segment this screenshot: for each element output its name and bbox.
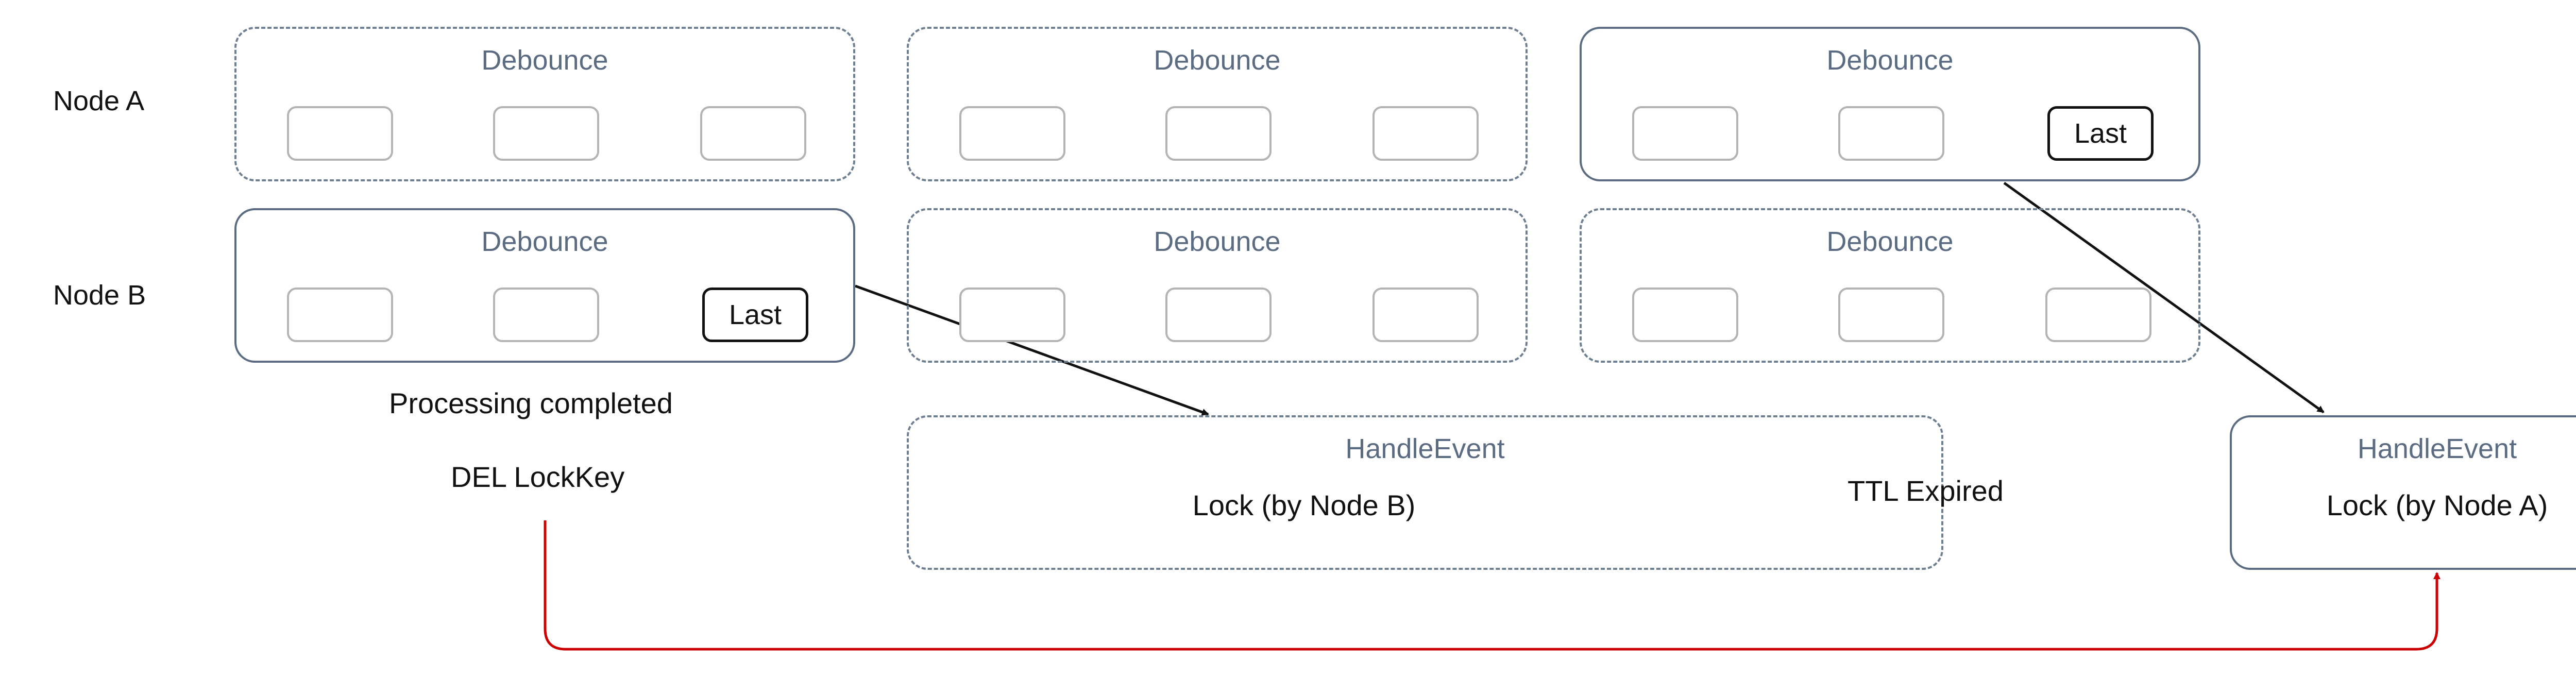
handle-event-title: HandleEvent: [2357, 433, 2517, 464]
last-label: Last: [728, 299, 782, 330]
release-lock-arrow: [544, 520, 2441, 651]
debounce-group-node-a-2: Debounce: [907, 27, 1528, 181]
handle-event-node-a: HandleEvent Lock (by Node A): [2230, 415, 2576, 570]
debounce-title: Debounce: [481, 226, 608, 257]
event-slot: [1372, 288, 1479, 342]
del-lockkey-note: DEL LockKey: [451, 461, 625, 493]
event-slot: [1838, 288, 1944, 342]
debounce-title: Debounce: [1154, 45, 1281, 76]
event-slot: [287, 106, 393, 161]
debounce-title: Debounce: [481, 45, 608, 76]
debounce-title: Debounce: [1154, 226, 1281, 257]
handle-event-node-b: HandleEvent Lock (by Node B): [907, 415, 1943, 570]
debounce-title: Debounce: [1826, 226, 1954, 257]
handle-event-title: HandleEvent: [1345, 433, 1505, 464]
processing-completed-note: Processing completed: [389, 387, 673, 419]
debounce-title: Debounce: [1826, 45, 1954, 76]
arrow-node-a-to-handle-event: [2003, 181, 2325, 414]
event-slot: [1165, 106, 1272, 161]
event-slot: [1372, 106, 1479, 161]
event-slot: [1632, 288, 1738, 342]
debounce-group-node-a-1: Debounce: [234, 27, 855, 181]
event-slot: [2045, 288, 2151, 342]
event-slot: [959, 106, 1065, 161]
debounce-group-node-b-3: Debounce: [1580, 208, 2200, 363]
arrow-node-b-to-handle-event: [855, 284, 1209, 416]
event-slot: [287, 288, 393, 342]
event-slot: [700, 106, 806, 161]
event-slot: [1165, 288, 1272, 342]
event-slot: [1838, 106, 1944, 161]
last-label: Last: [2074, 118, 2127, 149]
ttl-expired-note: TTL Expired: [1848, 475, 2004, 507]
last-event-slot: Last: [2047, 106, 2154, 161]
last-event-slot: Last: [702, 288, 808, 342]
event-slot: [1632, 106, 1738, 161]
event-slot: [959, 288, 1065, 342]
debounce-group-node-b-2: Debounce: [907, 208, 1528, 363]
lock-node-b-label: Lock (by Node B): [1192, 489, 1416, 521]
debounce-group-node-a-3: Debounce Last: [1580, 27, 2200, 181]
event-slot: [493, 106, 599, 161]
lock-node-a-label: Lock (by Node A): [2326, 489, 2548, 521]
event-slot: [493, 288, 599, 342]
node-a-label: Node A: [53, 86, 145, 116]
debounce-group-node-b-1: Debounce Last: [234, 208, 855, 363]
node-b-label: Node B: [53, 280, 146, 311]
